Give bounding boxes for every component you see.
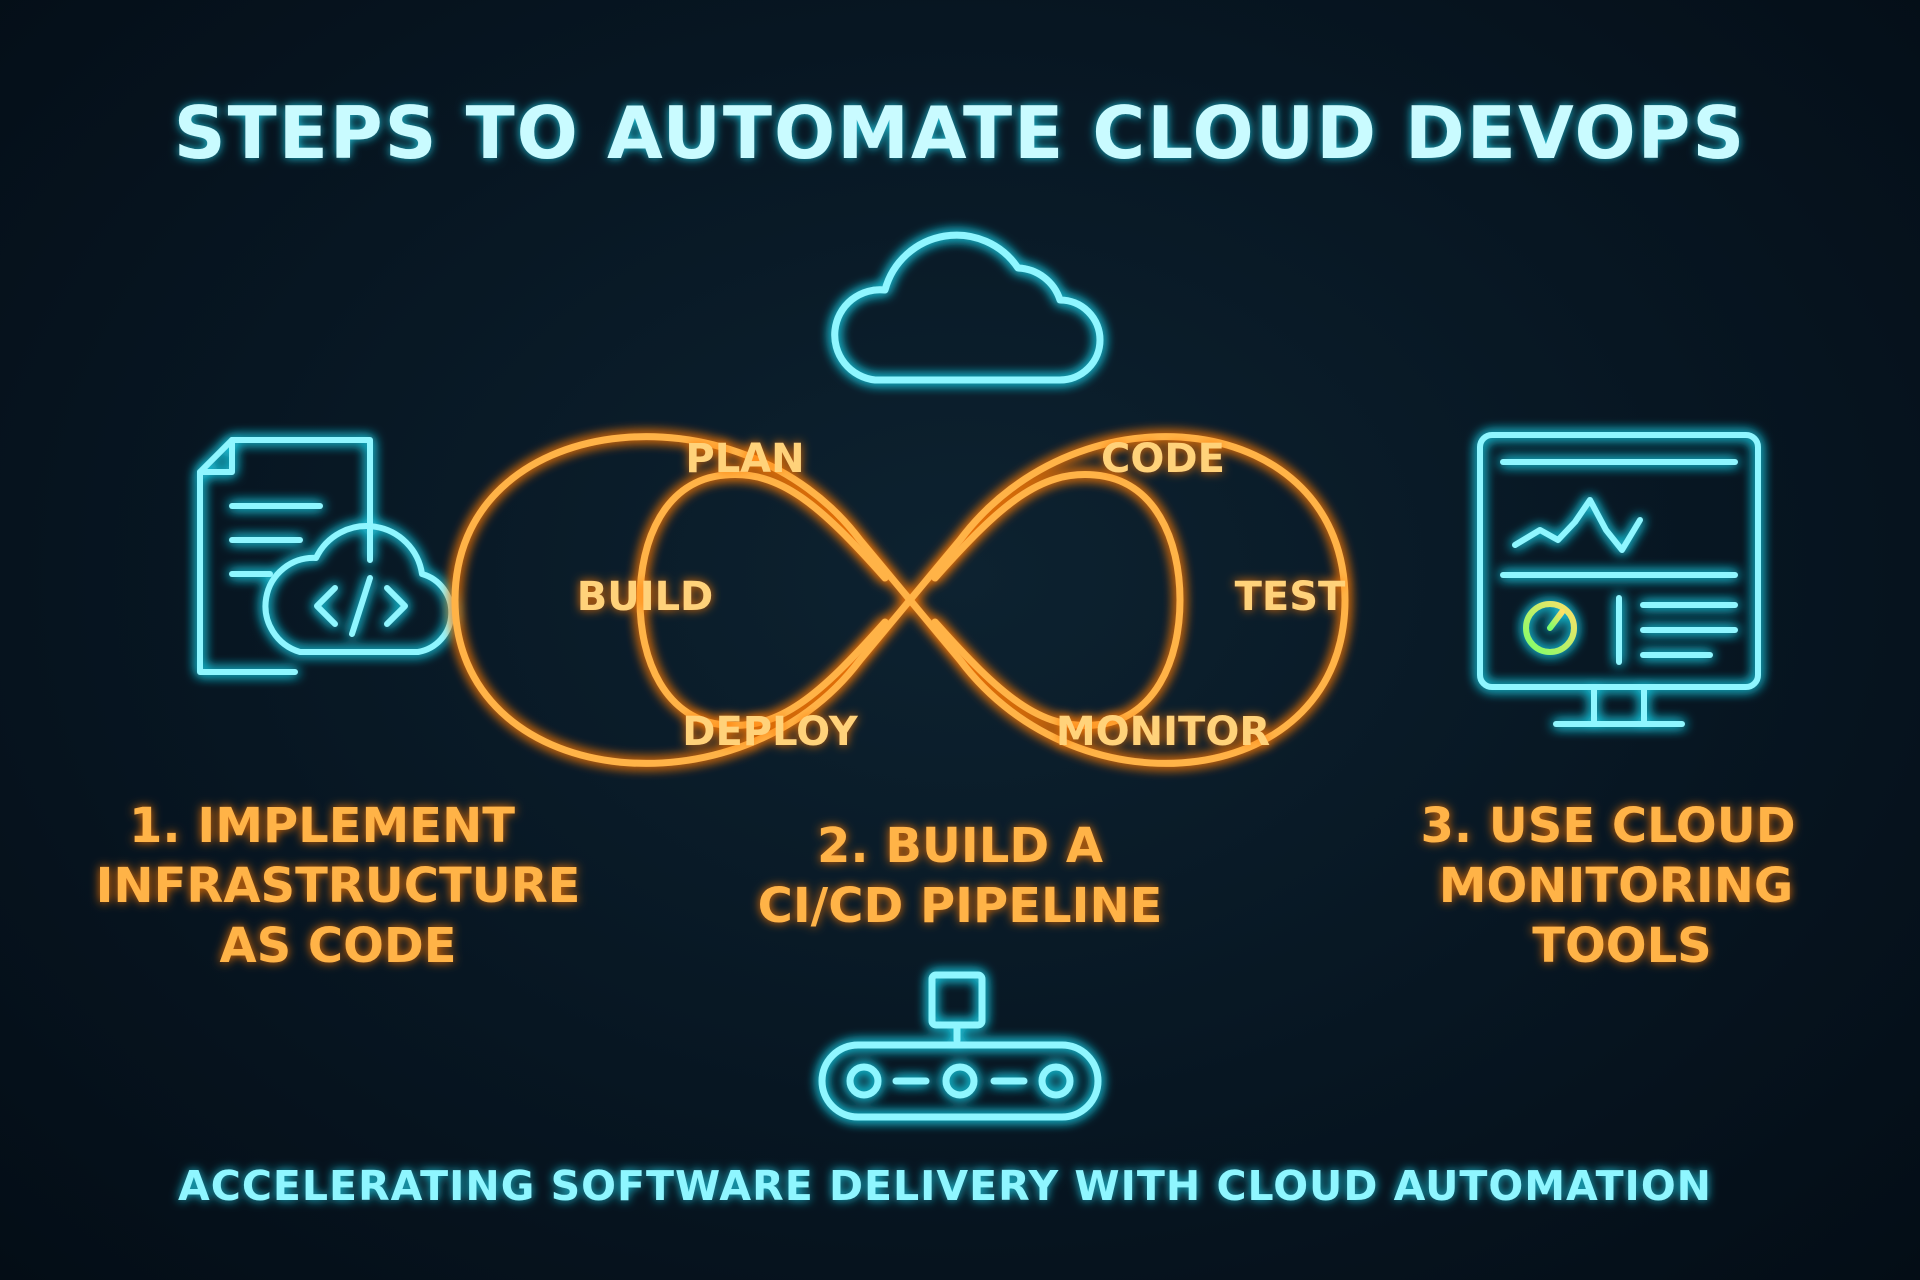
loop-stage-deploy: DEPLOY [682,709,858,755]
code-document-cloud-icon [197,437,455,675]
bar-chart-icon [1649,495,1719,558]
monitor-dashboard-icon [1477,432,1761,727]
conveyor-belt-icon [818,971,1102,1121]
loop-stage-test: TEST [1235,574,1346,620]
page-subtitle: ACCELERATING SOFTWARE DELIVERY WITH CLOU… [178,1162,1712,1210]
page-title: STEPS TO AUTOMATE CLOUD DEVOPS [174,91,1747,175]
step-3-line-2: MONITORING [1439,858,1794,914]
infinity-loop-icon [451,433,1349,767]
loop-stages: PLAN CODE BUILD TEST DEPLOY MONITOR [577,436,1346,755]
loop-stage-code: CODE [1101,436,1225,482]
step-1-line-3: AS CODE [219,918,456,974]
step-1-label: 1. IMPLEMENT INFRASTRUCTURE AS CODE [96,798,581,974]
cloud-icon [831,231,1104,384]
step-3-line-3: TOOLS [1532,918,1712,974]
step-1-line-1: 1. IMPLEMENT [129,798,515,854]
loop-stage-monitor: MONITOR [1056,709,1270,755]
step-2-label: 2. BUILD A CI/CD PIPELINE [758,818,1163,934]
loop-stage-build: BUILD [577,574,714,620]
step-2-line-1: 2. BUILD A [817,818,1103,874]
step-3-line-1: 3. USE CLOUD [1420,798,1795,854]
step-1-line-2: INFRASTRUCTURE [96,858,581,914]
gauge-icon [1523,601,1577,655]
loop-stage-plan: PLAN [685,436,804,482]
step-3-label: 3. USE CLOUD MONITORING TOOLS [1420,798,1795,974]
step-2-line-2: CI/CD PIPELINE [758,878,1163,934]
